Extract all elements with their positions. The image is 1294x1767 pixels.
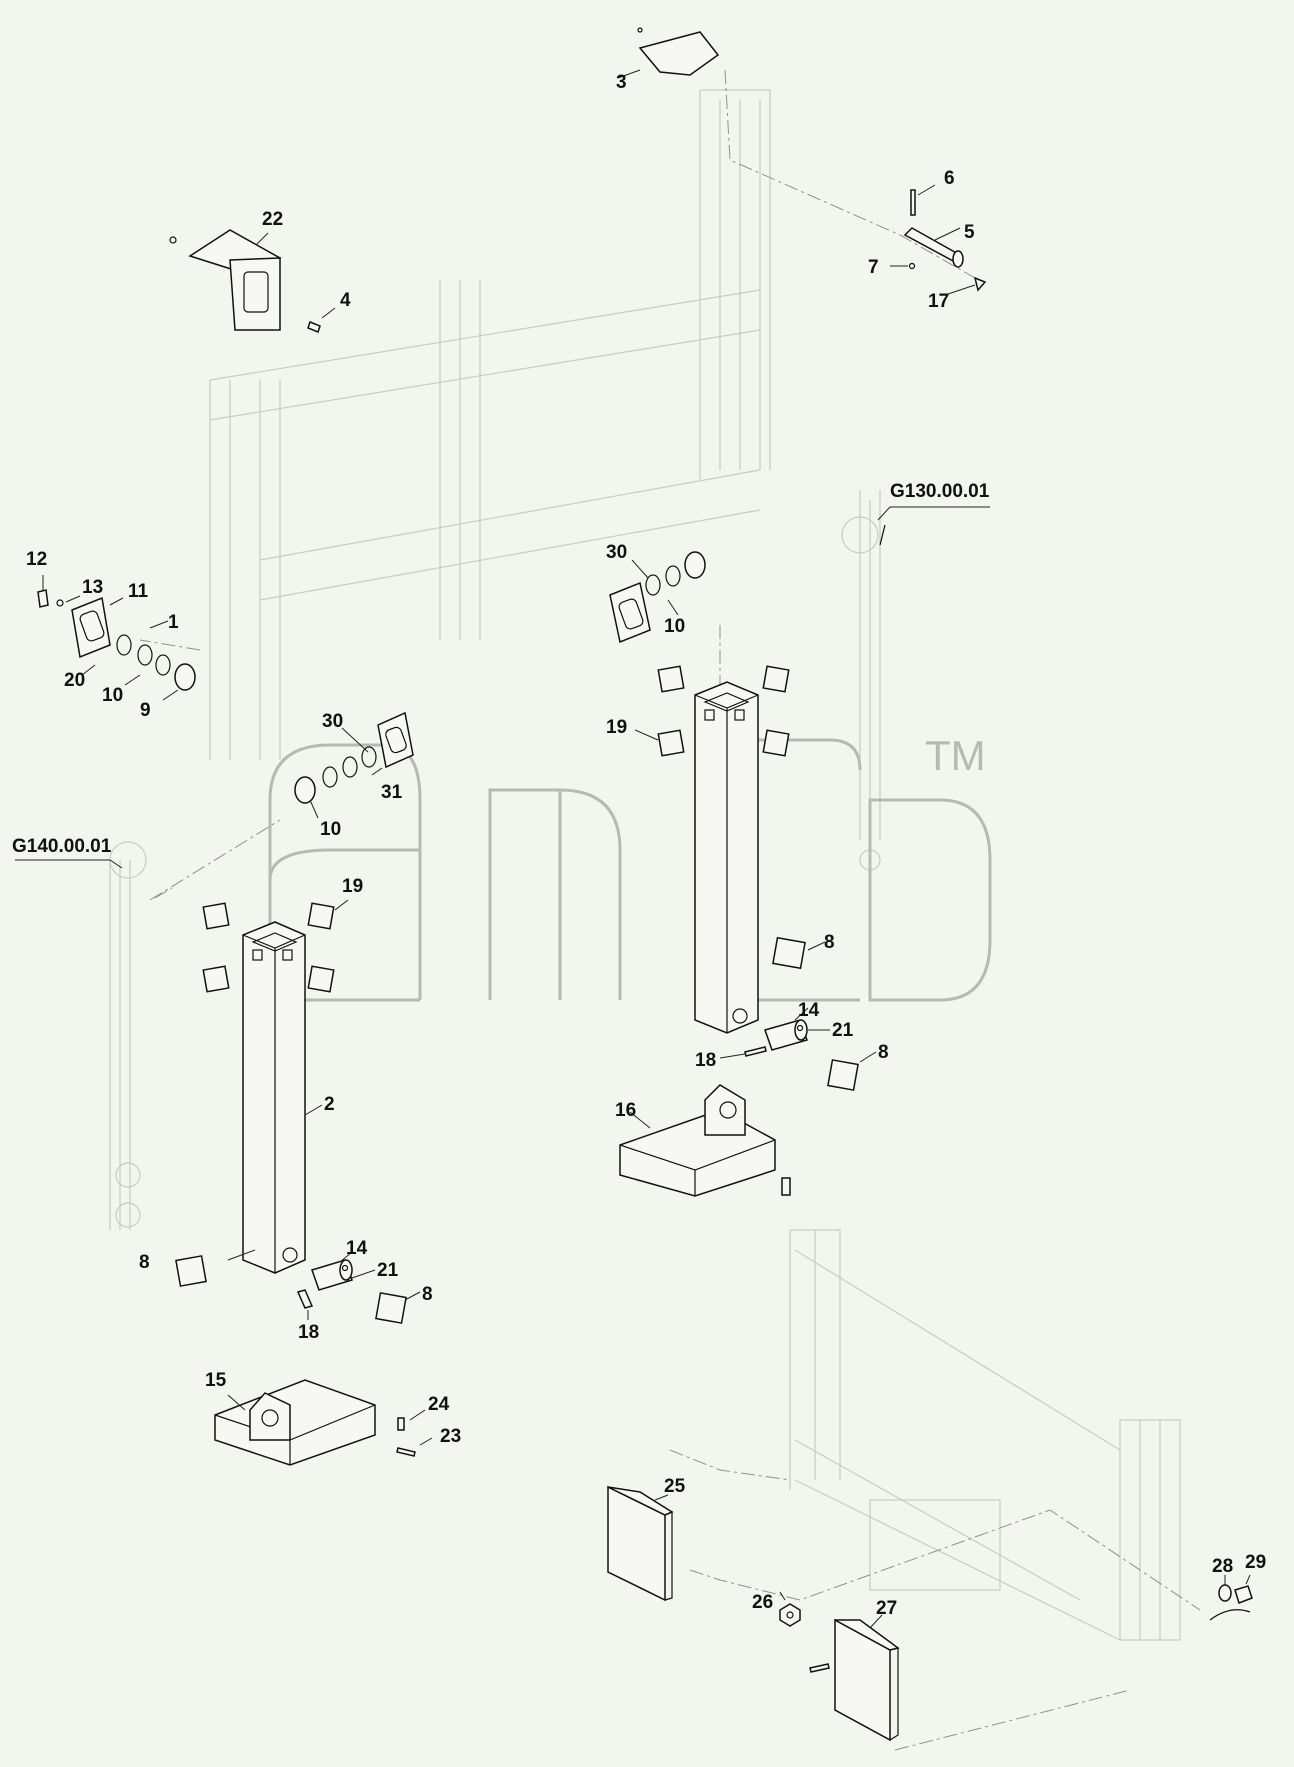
callout-8-right-upper: 8	[824, 932, 835, 953]
cylinder-top-g130	[877, 506, 990, 546]
callout-21-left: 21	[377, 1260, 399, 1281]
callout-31: 31	[381, 782, 403, 803]
watermark-tm: TM	[925, 732, 986, 779]
part-15-base-plate	[214, 1379, 433, 1466]
seal-set-middle	[294, 711, 414, 819]
callout-16: 16	[615, 1100, 636, 1121]
callout-24: 24	[428, 1394, 450, 1415]
assembly-lines	[139, 69, 1201, 1751]
callout-20: 20	[64, 670, 85, 691]
callout-30-middle: 30	[322, 711, 343, 732]
part-16-base-plate	[619, 1084, 791, 1197]
callout-8-left-lower: 8	[139, 1252, 150, 1273]
callout-19-left: 19	[342, 876, 363, 897]
callout-g130: G130.00.01	[890, 481, 990, 502]
watermark-logo: TM	[268, 732, 992, 1002]
callout-14-left: 14	[346, 1238, 368, 1259]
callout-19-right: 19	[606, 717, 627, 738]
callout-22: 22	[262, 209, 283, 230]
seal-set-left	[37, 575, 196, 701]
callout-15: 15	[205, 1370, 227, 1391]
callout-1: 1	[168, 612, 179, 633]
part-3-cover-plate	[617, 27, 720, 79]
callout-17: 17	[928, 291, 949, 312]
callout-10-left: 10	[102, 685, 123, 706]
part-22-bracket	[169, 229, 336, 333]
callout-2: 2	[324, 1094, 335, 1115]
callout-9: 9	[140, 700, 151, 721]
part-25-cover	[607, 1485, 674, 1602]
callout-8-left-right: 8	[422, 1284, 433, 1305]
callout-10-right: 10	[664, 616, 685, 637]
column-left	[175, 899, 421, 1324]
callout-11: 11	[128, 581, 149, 602]
callout-6: 6	[944, 168, 955, 189]
callout-29: 29	[1245, 1552, 1266, 1573]
callout-28: 28	[1212, 1556, 1233, 1577]
callout-7: 7	[868, 257, 879, 278]
callout-21-right: 21	[832, 1020, 854, 1041]
callout-13: 13	[82, 577, 103, 598]
part-28-29-fitting	[1209, 1574, 1253, 1621]
callout-labels: 3 6 5 7 17 22 4 G130.00.01 12 13 11 1 20…	[12, 72, 1266, 1619]
callout-5: 5	[964, 222, 975, 243]
callout-25: 25	[664, 1476, 686, 1497]
callout-18-right: 18	[695, 1050, 716, 1071]
callout-12: 12	[26, 549, 47, 570]
callout-8-right-lower: 8	[878, 1042, 889, 1063]
callout-10-middle: 10	[320, 819, 341, 840]
callout-4: 4	[340, 290, 351, 311]
part-5-pin	[890, 184, 987, 296]
seal-set-right	[609, 551, 706, 644]
callout-14-right: 14	[798, 1000, 820, 1021]
callout-26: 26	[752, 1592, 773, 1613]
callout-g140: G140.00.01	[12, 836, 112, 857]
callout-18-left: 18	[298, 1322, 319, 1343]
column-right	[634, 665, 877, 1091]
callout-27: 27	[876, 1598, 897, 1619]
callout-3: 3	[616, 72, 627, 93]
callout-30-right: 30	[606, 542, 627, 563]
callout-23: 23	[440, 1426, 461, 1447]
part-27-cover	[779, 1591, 900, 1742]
cylinder-top-g140	[15, 859, 173, 899]
